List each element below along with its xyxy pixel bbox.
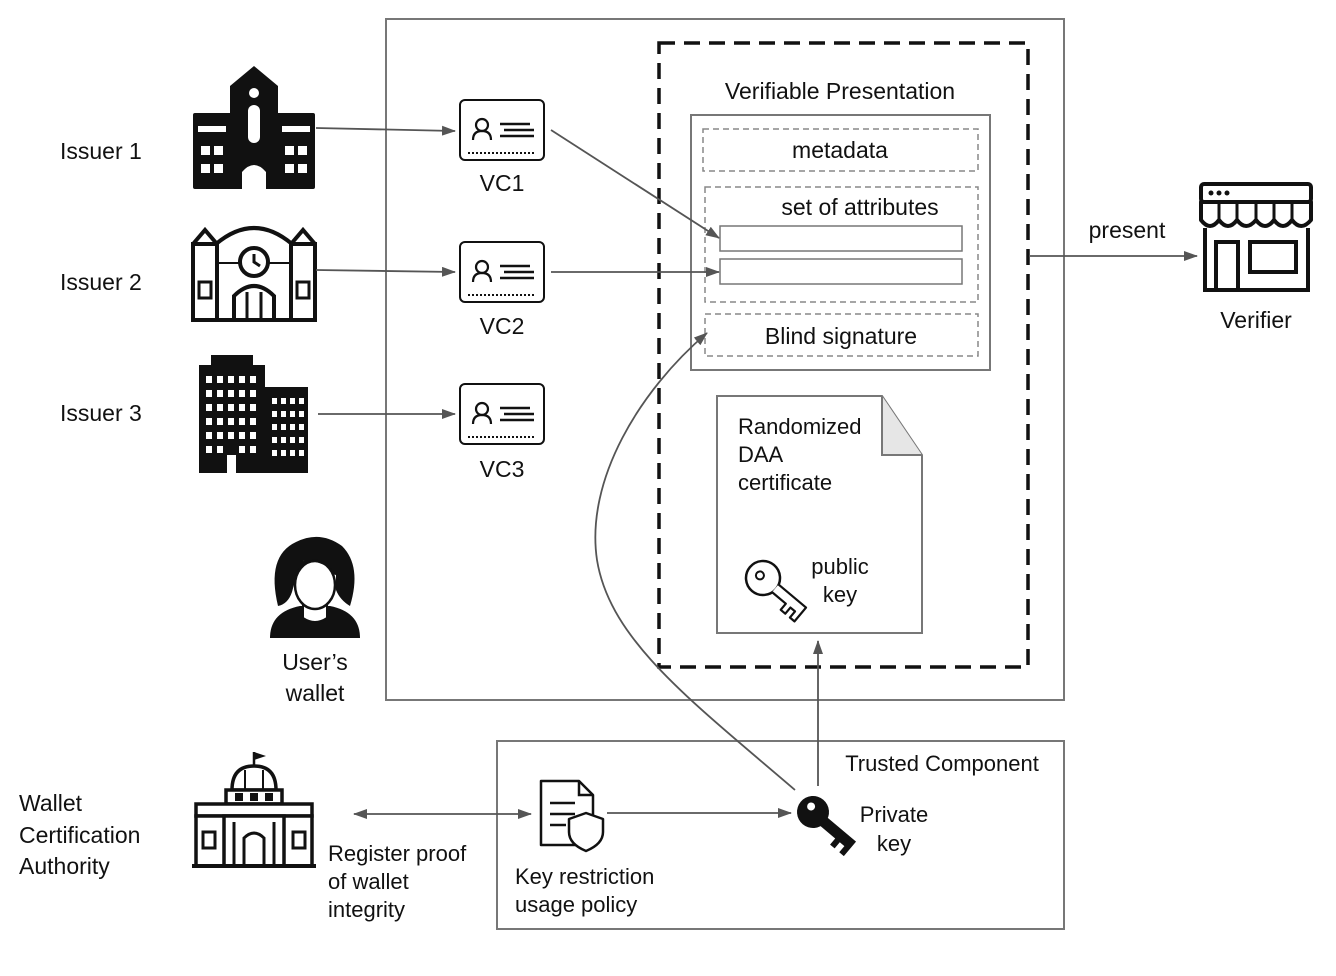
attribute-slot-2 bbox=[719, 258, 963, 285]
private-key-icon bbox=[797, 796, 857, 857]
vc1-label: VC1 bbox=[480, 170, 525, 196]
daa-line1: Randomized bbox=[738, 414, 862, 439]
wallet-label-line2: wallet bbox=[285, 680, 345, 706]
daa-line2: DAA bbox=[738, 442, 784, 467]
university-building-icon bbox=[193, 66, 315, 189]
government-building-icon bbox=[192, 752, 316, 868]
register-label-line3: integrity bbox=[328, 897, 405, 922]
arrow-issuer2-vc2 bbox=[315, 266, 456, 277]
private-key-line2: key bbox=[877, 831, 911, 856]
vc2-label: VC2 bbox=[480, 313, 525, 339]
attributes-label: set of attributes bbox=[781, 194, 938, 220]
metadata-label: metadata bbox=[792, 137, 888, 163]
issuer-2-label: Issuer 2 bbox=[60, 269, 142, 295]
vc1-card-icon bbox=[458, 98, 546, 162]
vc2-card-icon bbox=[458, 240, 546, 304]
storefront-icon bbox=[1199, 182, 1313, 292]
present-label: present bbox=[1089, 217, 1166, 243]
user-avatar-icon bbox=[270, 536, 360, 638]
vc3-card-icon bbox=[458, 382, 546, 446]
arrow-key-signature bbox=[594, 332, 796, 791]
wallet-boundary bbox=[385, 18, 1065, 701]
attribute-slot-1 bbox=[719, 225, 963, 252]
daa-line3: certificate bbox=[738, 470, 832, 495]
arrow-issuer1-vc1 bbox=[315, 125, 456, 136]
register-label-line1: Register proof bbox=[328, 841, 467, 866]
arrow-vc1-attribute bbox=[550, 129, 720, 239]
ca-label-line2: Certification bbox=[19, 822, 140, 848]
shield-document-icon bbox=[539, 779, 605, 853]
ca-label-line3: Authority bbox=[19, 853, 110, 879]
station-building-icon bbox=[191, 226, 317, 322]
private-key-line1: Private bbox=[860, 802, 928, 827]
office-buildings-icon bbox=[199, 355, 308, 473]
wallet-label-line1: User’s bbox=[282, 649, 348, 675]
signature-section bbox=[704, 313, 979, 357]
signature-label: Blind signature bbox=[765, 323, 917, 349]
policy-label-line2: usage policy bbox=[515, 892, 637, 917]
verifier-label: Verifier bbox=[1220, 307, 1292, 333]
register-label-line2: of wallet bbox=[328, 869, 409, 894]
presentation-title: Verifiable Presentation bbox=[725, 78, 955, 104]
trusted-component-boundary bbox=[496, 740, 1065, 930]
issuer-1-label: Issuer 1 bbox=[60, 138, 142, 164]
presentation-boundary bbox=[657, 41, 1030, 669]
public-key-icon bbox=[744, 559, 808, 623]
public-key-line2: key bbox=[823, 582, 857, 607]
attributes-section bbox=[704, 186, 979, 303]
policy-label-line1: Key restriction bbox=[515, 864, 654, 889]
trusted-component-title: Trusted Component bbox=[845, 751, 1039, 776]
ca-label-line1: Wallet bbox=[19, 790, 83, 816]
vc3-label: VC3 bbox=[480, 456, 525, 482]
metadata-section bbox=[702, 128, 979, 172]
issuer-3-label: Issuer 3 bbox=[60, 400, 142, 426]
public-key-line1: public bbox=[811, 554, 868, 579]
